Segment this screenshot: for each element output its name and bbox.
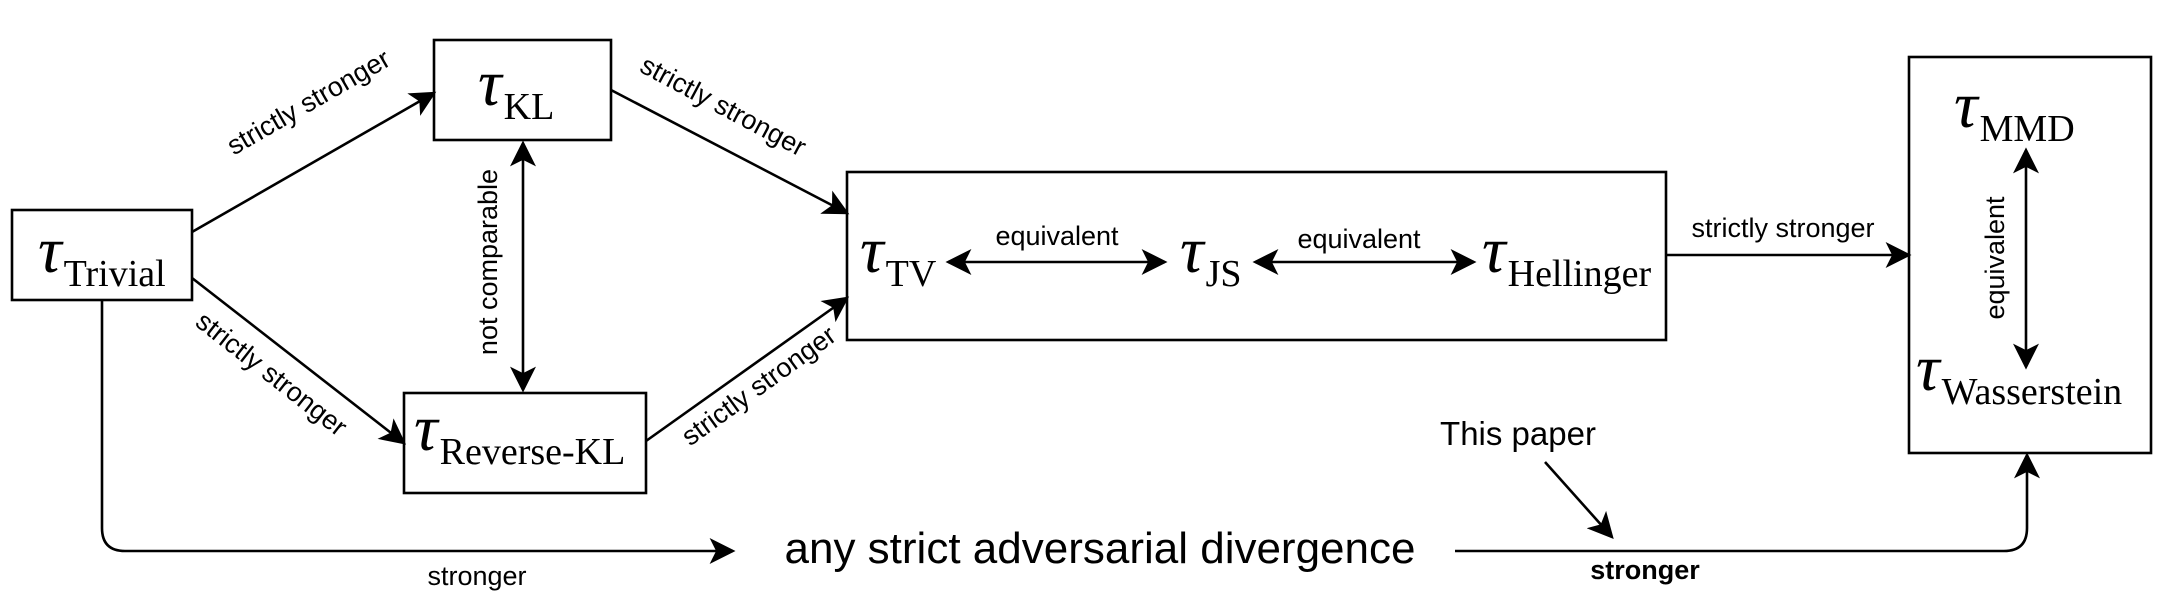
arrow-reverse-kl-to-group <box>645 296 850 443</box>
tau-js: τJS <box>1180 214 1242 295</box>
label-tv-js: equivalent <box>995 221 1119 251</box>
any-strict-adversarial-divergence: any strict adversarial divergence <box>785 524 1416 573</box>
reverse-kl-box <box>402 391 648 495</box>
trivial-box <box>10 208 194 302</box>
arrow-trivial-to-reverse-kl <box>191 276 407 445</box>
label-trivial-reverse-kl: strictly stronger <box>190 306 353 442</box>
this-paper-annotation: This paper <box>1440 415 1596 452</box>
label-mmd-wasserstein: equivalent <box>1980 196 2010 320</box>
tau-hellinger: τHellinger <box>1482 214 1651 295</box>
tau-reverse-kl: τReverse-KL <box>414 392 625 473</box>
arrow-kl-to-group <box>610 88 850 215</box>
tau-kl: τKL <box>478 47 554 128</box>
arrow-trivial-to-kl <box>191 91 437 234</box>
label-kl-group: strictly stronger <box>635 50 811 162</box>
kl-box <box>432 38 613 142</box>
arrow-this-paper <box>1544 461 1614 539</box>
label-kl-reverse-kl: not comparable <box>473 169 503 355</box>
label-reverse-kl-group: strictly stronger <box>676 320 842 452</box>
tau-trivial: τTrivial <box>38 214 166 295</box>
label-any-weak: stronger <box>1590 555 1700 585</box>
arrow-any-to-weak <box>1455 452 2040 553</box>
tau-mmd: τMMD <box>1954 69 2075 150</box>
label-group-weak: strictly stronger <box>1691 213 1874 243</box>
label-trivial-any: stronger <box>427 561 526 591</box>
tau-wasserstein: τWasserstein <box>1916 332 2122 413</box>
label-js-hellinger: equivalent <box>1297 224 1421 254</box>
label-trivial-kl: strictly stronger <box>222 43 396 161</box>
arrow-trivial-to-any <box>100 300 736 564</box>
tau-tv: τTV <box>860 214 937 295</box>
